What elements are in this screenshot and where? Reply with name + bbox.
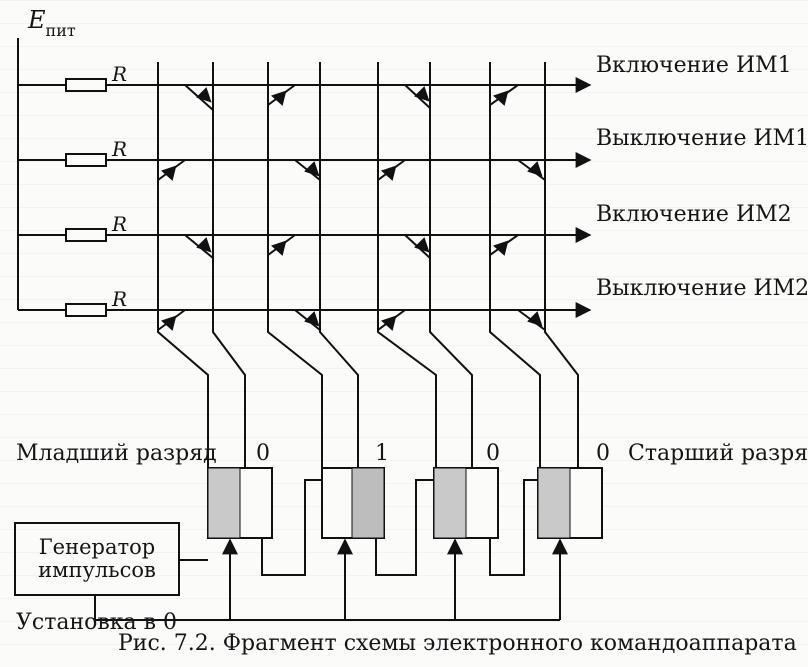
- output-label-2: Выключение ИМ1: [596, 126, 808, 151]
- output-label-3: Включение ИМ2: [596, 202, 792, 227]
- power-subscript: пит: [45, 21, 76, 40]
- diode-row1-col4: [489, 84, 519, 106]
- diode-row2-col2: [294, 159, 321, 181]
- bus-end-4: [539, 418, 579, 468]
- diode-row4-col3: [377, 309, 406, 331]
- diode-row3-col3: [404, 234, 431, 259]
- diode-row3-col4: [489, 234, 519, 256]
- resistor-label-1: R: [112, 62, 128, 86]
- low-order-label: Младший разряд: [16, 441, 217, 466]
- output-label-1: Включение ИМ1: [596, 53, 792, 78]
- diode-row1-col1: [184, 84, 214, 111]
- bit-value-3: 0: [486, 441, 500, 466]
- power-symbol: E: [28, 6, 46, 34]
- register-bit-2-stored-half: [351, 467, 385, 539]
- diode-row4-col4: [517, 309, 546, 331]
- resistor-label-2: R: [112, 137, 128, 161]
- bus-end-2: [321, 418, 359, 468]
- bit-value-4: 0: [596, 441, 610, 466]
- resistor-1: [65, 78, 107, 92]
- bus-end-1: [207, 418, 246, 468]
- register-bit-3-stored-half: [433, 467, 467, 539]
- diode-row3-col1: [184, 234, 214, 259]
- resistor-label-3: R: [112, 212, 128, 236]
- shift-link-1: [261, 479, 322, 576]
- reset-bus: [94, 596, 560, 621]
- bus-1a: [157, 62, 209, 418]
- generator-line-1: Генератор: [38, 534, 156, 559]
- power-label: Eпит: [28, 6, 76, 39]
- resistor-4: [65, 303, 107, 317]
- diode-row2-col3: [377, 159, 406, 181]
- pulse-generator-block: Генератор импульсов: [14, 522, 180, 596]
- reset-label: Установка в 0: [16, 610, 178, 635]
- shift-link-2: [375, 479, 434, 576]
- diode-row4-col1: [157, 309, 186, 331]
- bus-3b: [429, 62, 473, 418]
- bus-2b: [319, 62, 359, 418]
- high-order-label: Старший разряд: [628, 441, 808, 466]
- bus-4b: [544, 62, 579, 418]
- bus-4a: [489, 62, 541, 418]
- bus-2a: [267, 62, 323, 418]
- register-bit-4-stored-half: [537, 467, 571, 539]
- shift-link-3: [489, 479, 538, 576]
- bus-end-3: [435, 418, 473, 468]
- bit-value-2: 1: [375, 441, 389, 466]
- bus-1b: [212, 62, 246, 418]
- resistor-3: [65, 228, 107, 242]
- generator-line-2: импульсов: [38, 558, 156, 582]
- diode-row1-col3: [404, 84, 431, 109]
- resistor-2: [65, 153, 107, 167]
- output-label-4: Выключение ИМ2: [596, 276, 808, 301]
- diode-row1-col2: [267, 84, 296, 106]
- figure-caption: Рис. 7.2. Фрагмент схемы электронного ко…: [118, 631, 797, 656]
- resistor-label-4: R: [112, 287, 128, 311]
- bus-3a: [377, 62, 437, 418]
- diode-row3-col2: [267, 234, 296, 256]
- bit-value-1: 0: [256, 441, 270, 466]
- diode-row4-col2: [294, 309, 321, 331]
- diode-row2-col1: [157, 159, 186, 181]
- diode-row2-col4: [517, 159, 546, 181]
- register-bit-1-stored-half: [207, 467, 241, 539]
